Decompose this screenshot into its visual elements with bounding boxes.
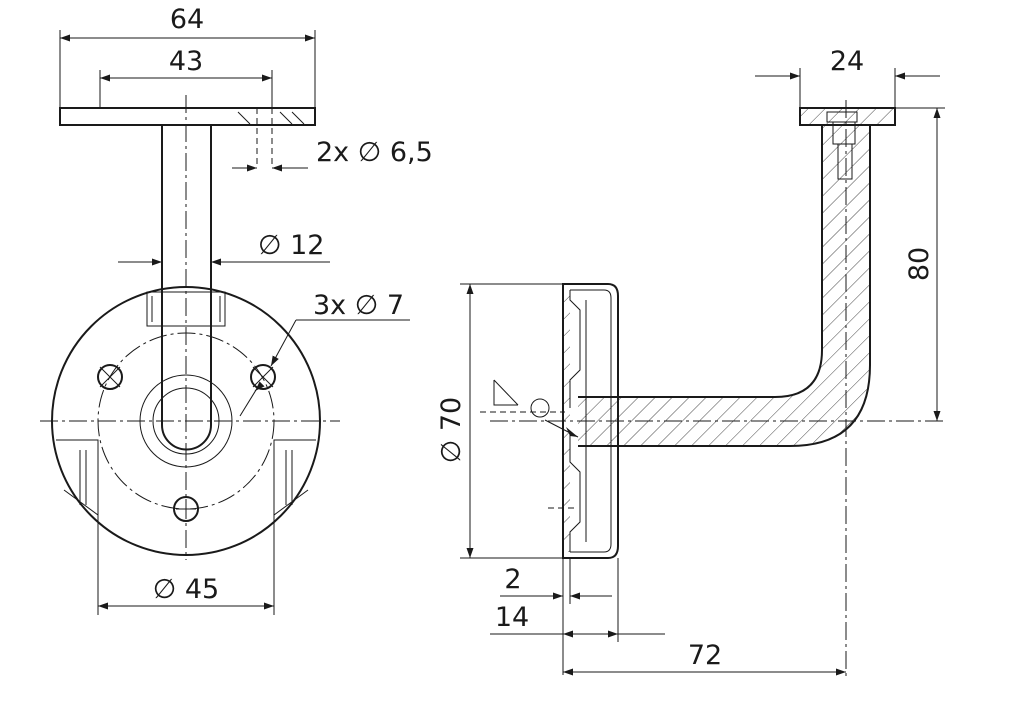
top-plate (59, 107, 316, 126)
mount-hole-bottom (173, 496, 199, 522)
dim-projection-label: 72 (688, 640, 722, 671)
side-section-view: 24 80 ∅ 70 2 14 (436, 46, 945, 680)
dim-rod-diameter-label: ∅ 12 (258, 230, 324, 261)
dim-hole-spacing-label: 43 (169, 46, 203, 77)
bent-arm (578, 125, 871, 447)
dim-height-label: 80 (904, 247, 935, 281)
plate-hole-section (237, 108, 305, 165)
dim-rosette-depth-label: 14 (495, 602, 529, 633)
mount-hole-right (250, 364, 276, 390)
dim-plate-width-label: 64 (170, 4, 204, 35)
hub-outer (139, 374, 233, 468)
dim-gap-label: 2 (504, 564, 521, 595)
dim-rosette-depth: 14 (490, 558, 665, 642)
dim-mount-holes: 3x ∅ 7 (239, 290, 410, 417)
pocket-lower-left (56, 439, 99, 516)
dim-gap: 2 (500, 558, 612, 675)
hub-inner (152, 387, 220, 455)
dim-height: 80 (895, 107, 945, 421)
pocket-lower-right (273, 439, 316, 516)
detail-marker (480, 379, 579, 438)
dim-rod-diameter: ∅ 12 (118, 230, 330, 266)
dim-base-diameter: ∅ 45 (97, 515, 275, 615)
dim-rosette-diameter: ∅ 70 (436, 283, 563, 559)
dim-screw-holes-label: 2x ∅ 6,5 (316, 137, 433, 168)
dim-plate-width: 64 (59, 4, 316, 108)
dim-mount-holes-label: 3x ∅ 7 (313, 290, 404, 321)
mount-hole-left (97, 364, 123, 390)
dim-top-plate: 24 (755, 46, 940, 108)
dim-base-diameter-label: ∅ 45 (153, 574, 219, 605)
dim-top-plate-label: 24 (830, 46, 864, 77)
front-view: 64 43 2x ∅ 6,5 ∅ 12 3x ∅ 7 (40, 4, 433, 615)
dim-projection: 72 (563, 640, 846, 676)
base-rosette (51, 286, 321, 556)
dim-hole-spacing: 43 (99, 46, 273, 108)
dim-screw-holes: 2x ∅ 6,5 (232, 137, 433, 172)
pocket-top (146, 291, 226, 327)
dim-rosette-diameter-label: ∅ 70 (436, 397, 467, 463)
